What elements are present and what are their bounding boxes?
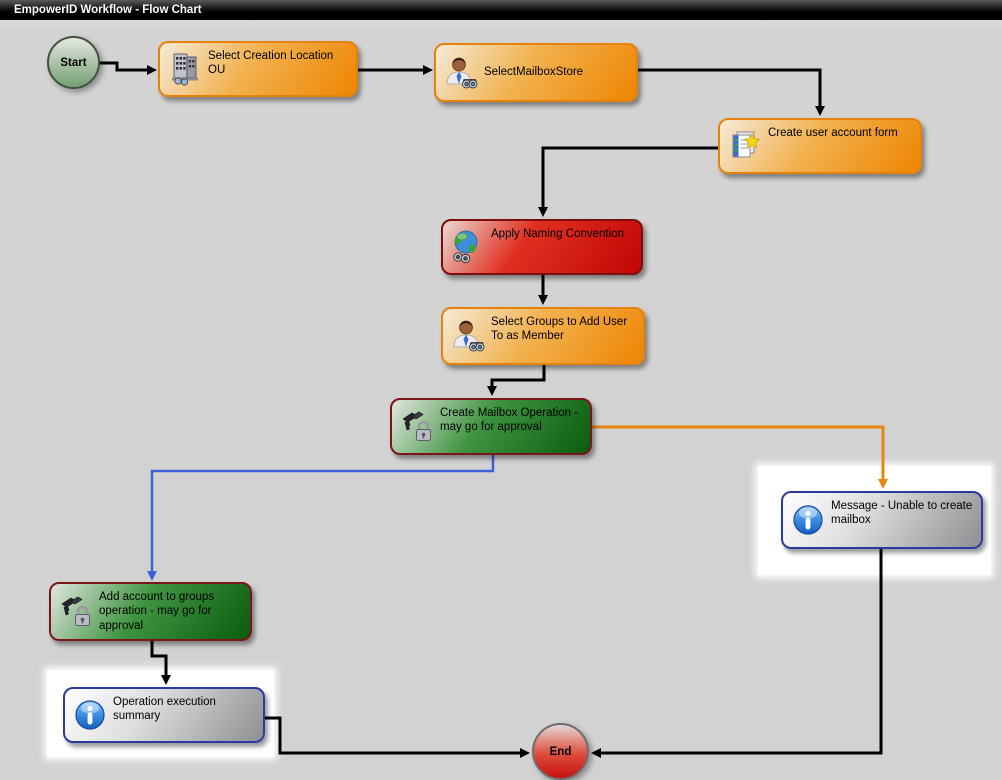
node-label: SelectMailboxStore bbox=[484, 66, 584, 79]
keys-lock-icon bbox=[402, 411, 431, 441]
person-search-icon bbox=[453, 320, 485, 352]
node-start[interactable]: Start bbox=[47, 36, 100, 89]
building-search-icon bbox=[172, 53, 198, 86]
node-label: Apply Naming Convention bbox=[491, 228, 624, 240]
connector-mailbox-operation-to-add-groups bbox=[147, 455, 495, 581]
keys-lock-icon bbox=[61, 596, 90, 626]
node-select-groups[interactable]: Select Groups to Add User To as Member bbox=[441, 307, 645, 365]
node-create-mailbox-operation[interactable]: Create Mailbox Operation - may go for ap… bbox=[390, 398, 592, 455]
node-label: Select Creation Location OU bbox=[208, 50, 334, 77]
connector-mailbox-store-to-account-form bbox=[638, 68, 825, 116]
node-add-account-to-groups[interactable]: Add account to groups operation - may go… bbox=[49, 582, 252, 641]
form-star-icon bbox=[732, 131, 761, 158]
node-operation-execution-summary[interactable]: Operation execution summary bbox=[63, 687, 265, 743]
connector-summary-to-end bbox=[265, 716, 530, 758]
connector-account-form-to-naming-convention bbox=[538, 146, 718, 217]
node-label: Operation execution summary bbox=[113, 696, 216, 723]
globe-search-icon bbox=[453, 230, 478, 264]
node-label: Message - Unable to create mailbox bbox=[831, 500, 973, 527]
connector-select-groups-to-mailbox-operation bbox=[487, 365, 546, 396]
window-title: EmpowerID Workflow - Flow Chart bbox=[14, 4, 202, 16]
window-titlebar[interactable]: EmpowerID Workflow - Flow Chart bbox=[0, 0, 1002, 20]
flowchart-canvas: Start Select Creation Lo bbox=[0, 20, 1002, 780]
connector-mailbox-operation-to-message bbox=[592, 425, 888, 489]
connector-start-to-select-ou bbox=[100, 61, 157, 75]
connector-message-to-end bbox=[591, 549, 883, 758]
end-label: End bbox=[549, 745, 572, 758]
node-select-mailbox-store[interactable]: SelectMailboxStore bbox=[434, 43, 638, 102]
start-label: Start bbox=[60, 56, 87, 69]
node-message-unable-to-create-mailbox[interactable]: Message - Unable to create mailbox bbox=[781, 491, 983, 549]
node-end[interactable]: End bbox=[532, 723, 589, 780]
node-label: Add account to groups operation - may go… bbox=[99, 591, 215, 632]
node-create-user-account-form[interactable]: Create user account form bbox=[718, 118, 922, 174]
node-apply-naming-convention[interactable]: Apply Naming Convention bbox=[441, 219, 643, 275]
node-select-creation-ou[interactable]: Select Creation Location OU bbox=[158, 41, 358, 97]
connector-add-groups-to-summary bbox=[150, 641, 171, 685]
node-label: Create Mailbox Operation - may go for ap… bbox=[440, 407, 579, 434]
node-label: Create user account form bbox=[768, 127, 898, 139]
info-icon bbox=[75, 700, 105, 730]
info-icon bbox=[793, 505, 823, 535]
node-label: Select Groups to Add User To as Member bbox=[491, 316, 628, 343]
person-search-icon bbox=[446, 57, 478, 88]
connector-layer bbox=[100, 61, 888, 758]
